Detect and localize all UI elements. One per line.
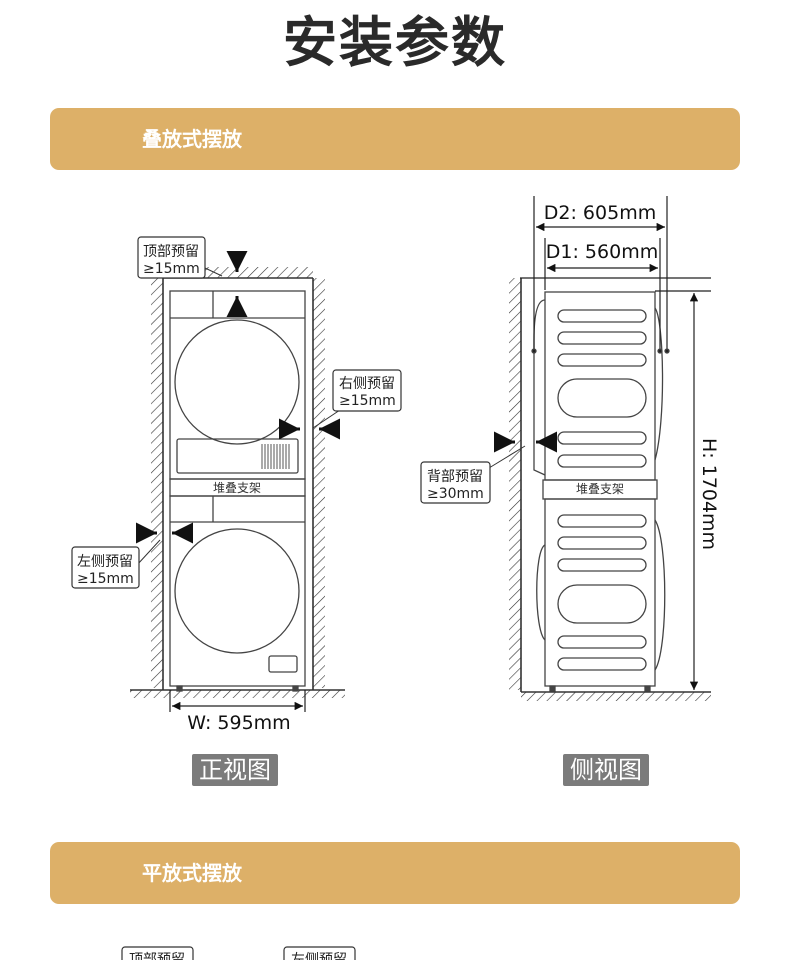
svg-text:右侧预留: 右侧预留 (339, 376, 395, 392)
front-stand-label: 堆叠支架 (213, 481, 261, 495)
width-dimension (169, 690, 306, 712)
side-lower-slots (557, 514, 647, 671)
side-view (488, 196, 711, 701)
svg-text:左侧预留: 左侧预留 (291, 952, 347, 960)
front-view (130, 251, 345, 712)
d1-label: D1: 560mm (546, 241, 658, 263)
side-floor (521, 692, 711, 701)
side-dimensions (520, 196, 711, 690)
callout-top-clearance: 顶部预留 ≥15mm (137, 236, 206, 279)
front-lower-drawer (268, 655, 298, 673)
section-banner-flat: 平放式摆放 (50, 842, 740, 904)
front-ceiling (163, 267, 313, 278)
callout-left-clearance: 左侧预留 ≥15mm (71, 546, 140, 589)
svg-text:≥15mm: ≥15mm (143, 261, 200, 277)
front-floor (130, 690, 345, 698)
height-label: H: 1704mm (698, 438, 720, 550)
front-upper-panel (176, 438, 299, 474)
side-upper-slots (557, 309, 647, 468)
callout-back-clearance: 背部预留 ≥30mm (420, 461, 491, 504)
svg-text:≥15mm: ≥15mm (339, 393, 396, 409)
section-label-stacked: 叠放式摆放 (142, 127, 242, 151)
svg-text:≥15mm: ≥15mm (77, 571, 134, 587)
front-upper-machine (169, 290, 306, 480)
svg-text:顶部预留: 顶部预留 (143, 244, 199, 260)
page-title: 安装参数 (283, 11, 507, 74)
section-banner-stacked: 叠放式摆放 (50, 108, 740, 170)
svg-text:≥30mm: ≥30mm (427, 486, 484, 502)
side-view-label: 侧视图 (563, 754, 649, 786)
front-upper-door (174, 319, 300, 445)
front-right-wall (313, 278, 325, 688)
vent-grille (261, 444, 290, 469)
front-lower-door (174, 528, 300, 654)
svg-text:顶部预留: 顶部预留 (129, 952, 185, 960)
side-lower-machine (544, 498, 656, 687)
callout-right-clearance: 右侧预留 ≥15mm (332, 369, 402, 412)
side-stand-label: 堆叠支架 (576, 482, 624, 496)
svg-text:背部预留: 背部预留 (427, 469, 483, 485)
front-lower-machine (169, 495, 306, 687)
bottom-partial-callouts: 顶部预留 左侧预留 (121, 946, 356, 960)
side-back-wall (509, 278, 521, 690)
svg-text:左侧预留: 左侧预留 (77, 554, 133, 570)
front-view-label: 正视图 (192, 754, 278, 786)
front-width-label: W: 595mm (187, 712, 290, 734)
section-label-flat: 平放式摆放 (142, 861, 242, 885)
front-clearance-arrows (136, 251, 340, 544)
front-left-wall (151, 278, 163, 688)
d2-label: D2: 605mm (544, 202, 656, 224)
